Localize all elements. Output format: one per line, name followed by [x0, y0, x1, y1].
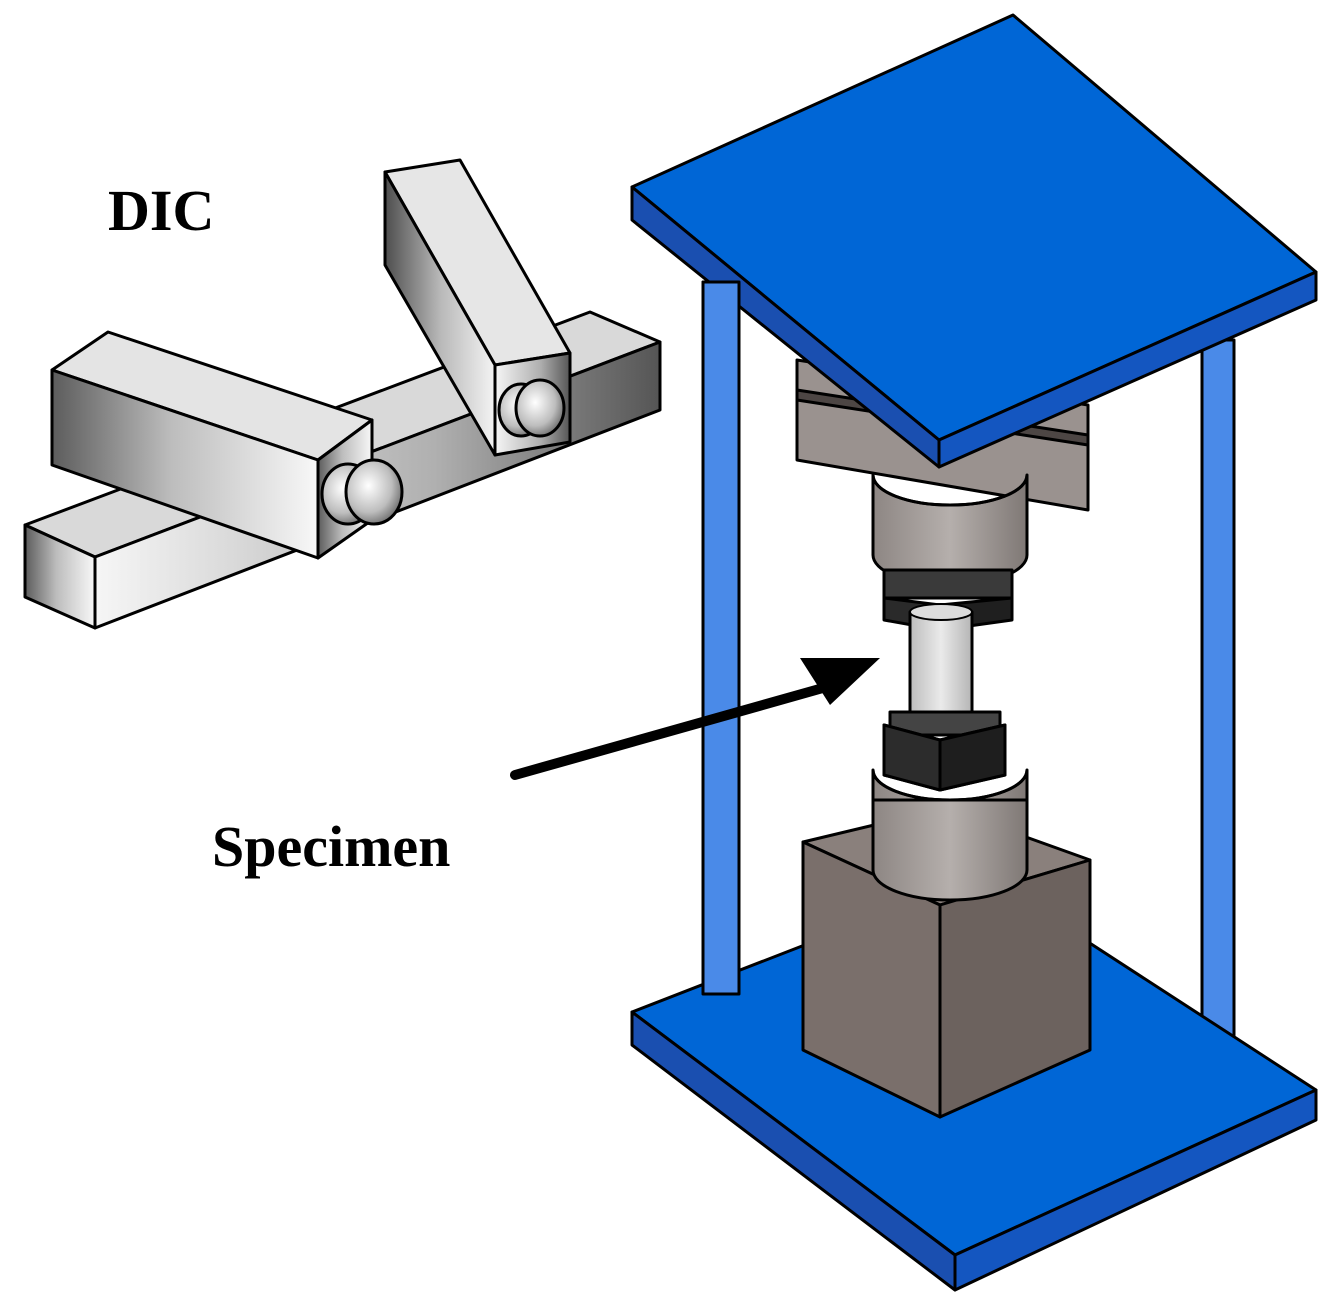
specimen	[908, 603, 974, 724]
arrow-icon	[510, 658, 880, 780]
lower-grip-front	[882, 723, 1007, 792]
column-right	[1200, 338, 1236, 1050]
specimen-label: Specimen	[212, 814, 450, 879]
dic-camera-rig: DIC	[23, 158, 662, 630]
camera-icon	[383, 158, 572, 457]
testing-machine	[630, 13, 1318, 1292]
upper-cylinder	[871, 473, 1029, 587]
camera-icon	[50, 330, 404, 560]
dic-label: DIC	[108, 178, 214, 243]
top-plate	[630, 13, 1318, 469]
column-front-left	[701, 280, 741, 996]
lower-cylinder-front	[871, 798, 1029, 902]
